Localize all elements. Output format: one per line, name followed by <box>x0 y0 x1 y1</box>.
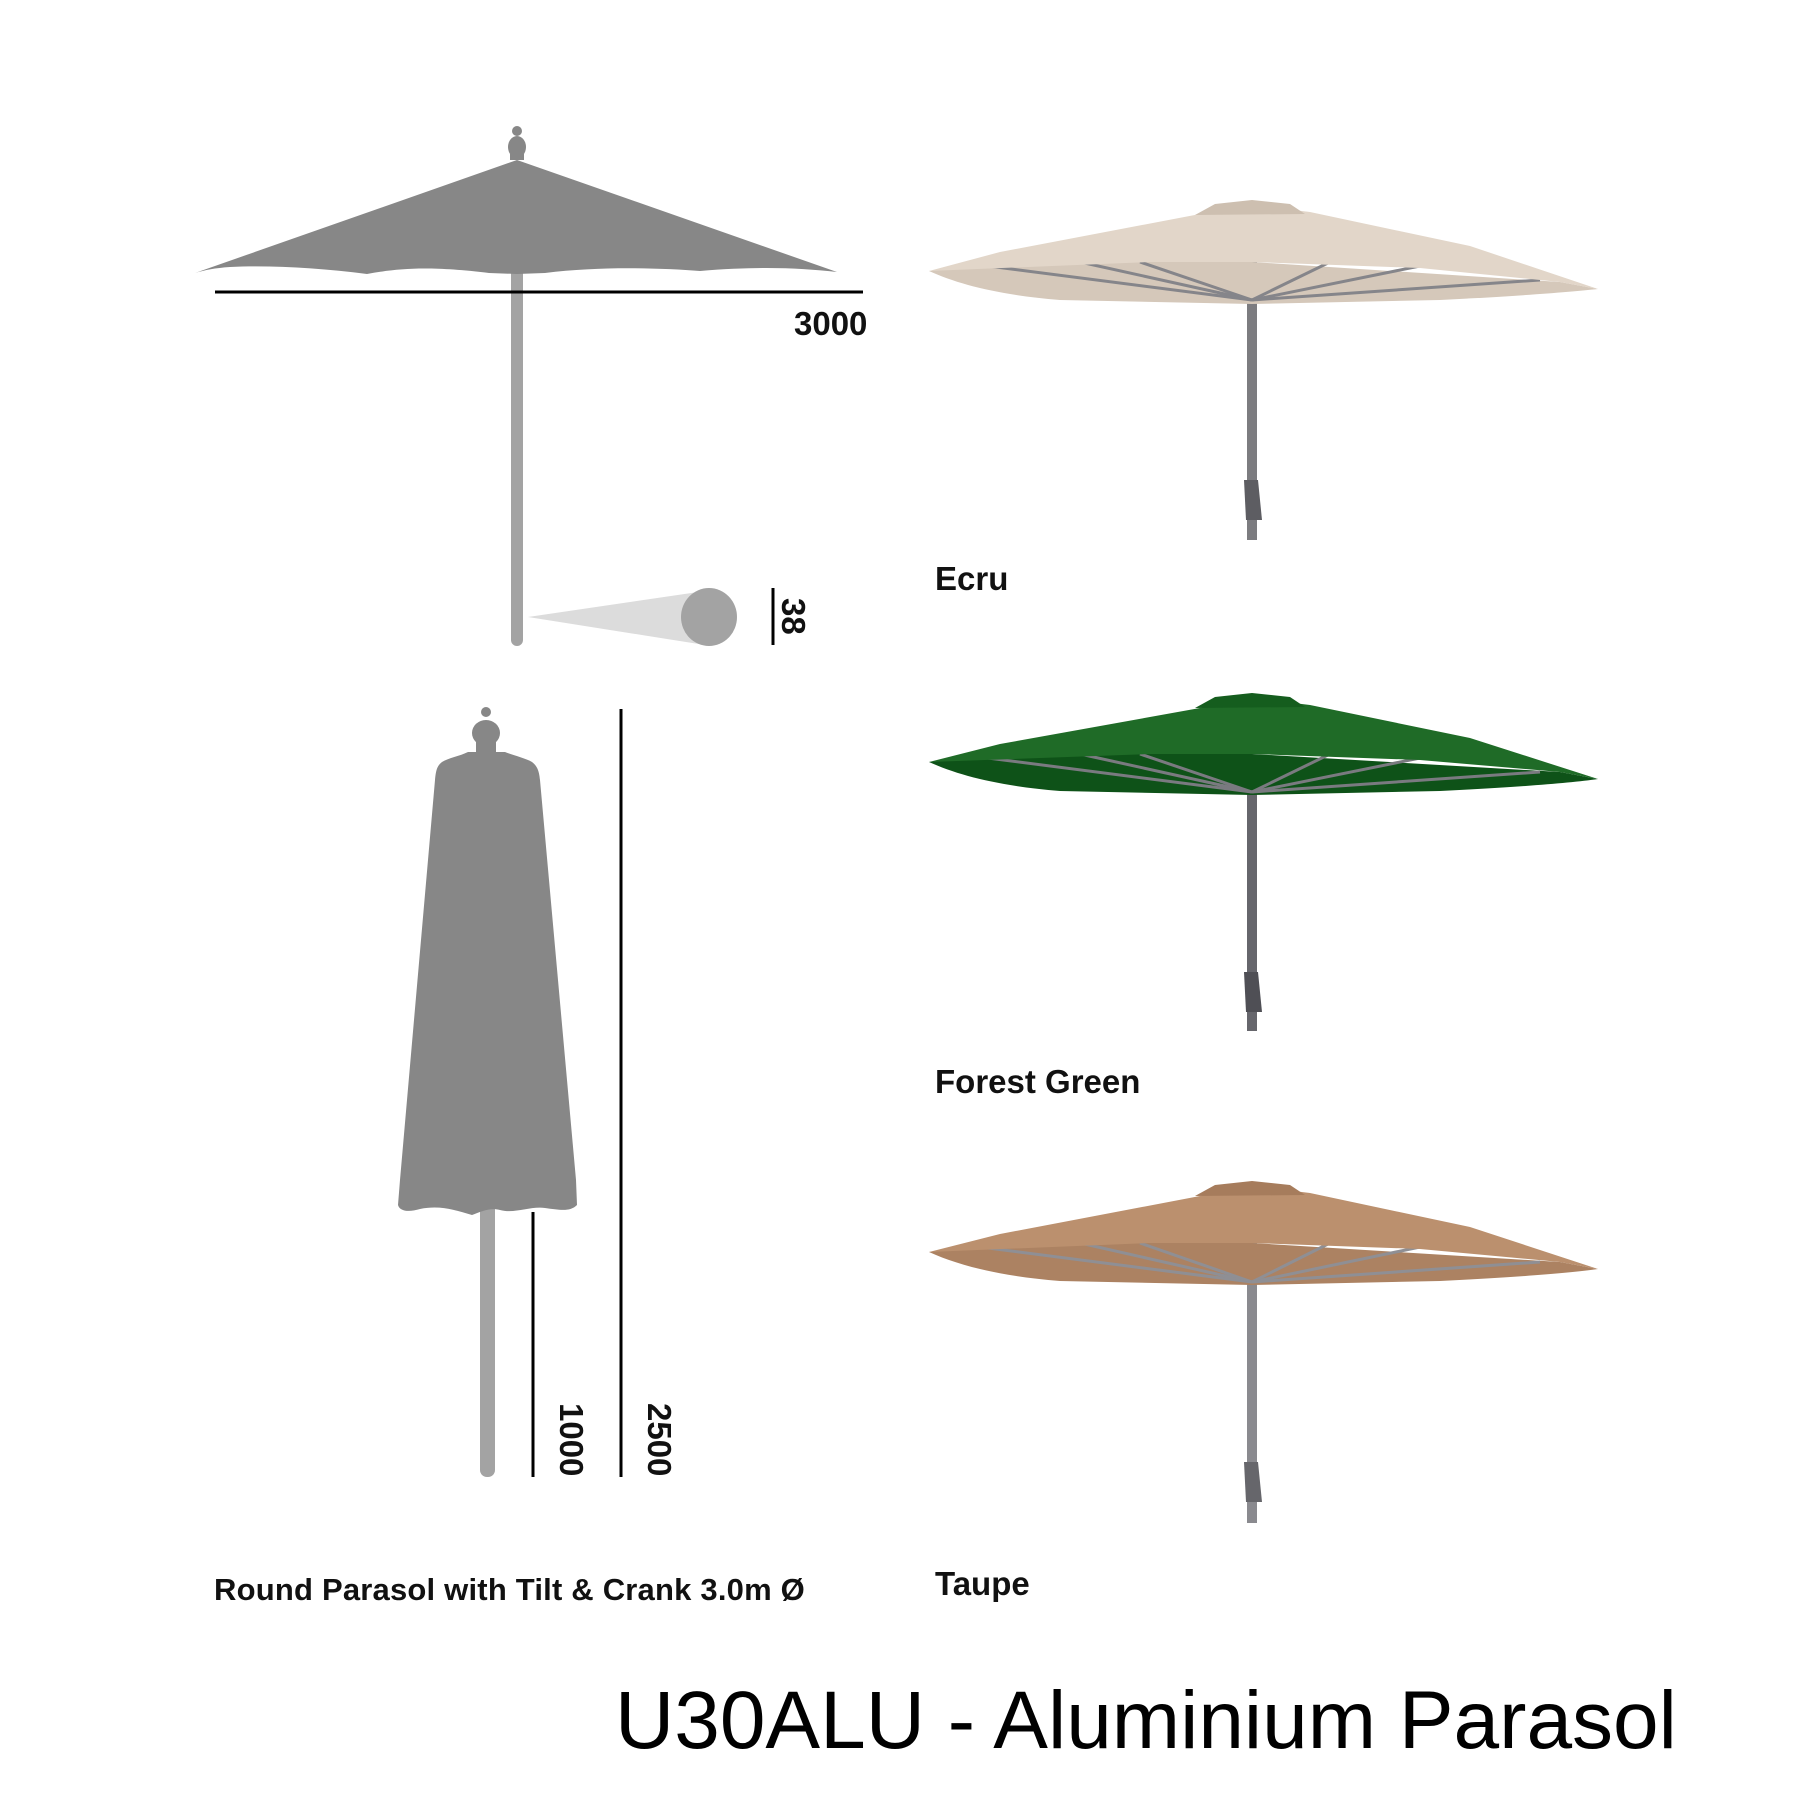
pole-section-cone <box>528 591 705 645</box>
lower-height-label: 1000 <box>553 1403 590 1477</box>
colour-label-forest-green: Forest Green <box>935 1063 1141 1100</box>
closed-parasol-pole <box>480 1200 495 1477</box>
product-title: U30ALU - Aluminium Parasol <box>615 1675 1677 1766</box>
open-parasol-canopy <box>195 160 837 274</box>
colour-label-taupe: Taupe <box>935 1565 1030 1602</box>
taupe-parasol-image <box>929 1181 1598 1523</box>
ecru-parasol-image <box>929 200 1598 540</box>
closed-parasol-body <box>398 752 577 1215</box>
closed-finial-icon <box>472 707 500 756</box>
open-parasol-drawing <box>195 126 863 646</box>
width-dimension-label: 3000 <box>794 305 868 342</box>
closed-parasol-drawing <box>398 707 623 1477</box>
finial-icon <box>508 126 526 160</box>
colour-label-ecru: Ecru <box>935 560 1009 597</box>
pole-diameter-label: 38 <box>775 598 812 635</box>
product-caption: Round Parasol with Tilt & Crank 3.0m Ø <box>214 1572 805 1607</box>
total-height-label: 2500 <box>641 1403 678 1477</box>
forest-green-parasol-image <box>929 693 1598 1031</box>
open-parasol-pole <box>511 262 523 646</box>
pole-section-circle <box>681 588 737 646</box>
